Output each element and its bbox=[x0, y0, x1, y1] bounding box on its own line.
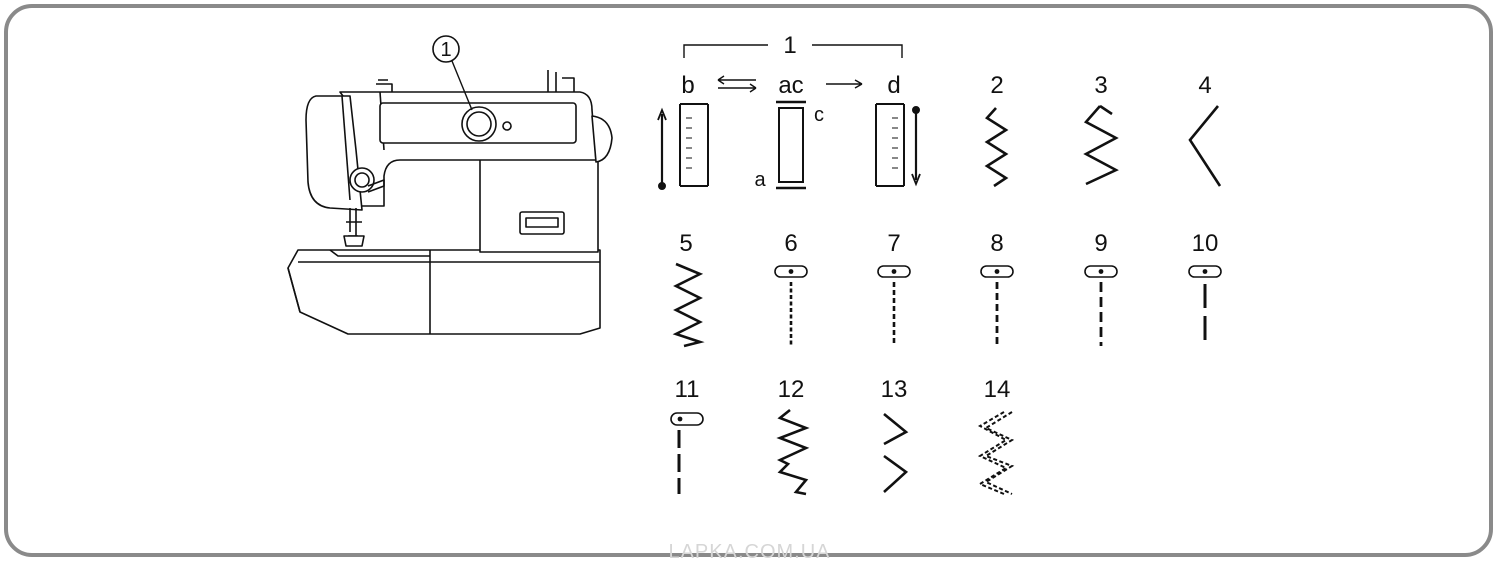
label-b: b bbox=[681, 72, 694, 99]
stitch-number: 9 bbox=[1094, 230, 1107, 257]
label-d: d bbox=[887, 72, 900, 99]
callout-1: 1 bbox=[432, 35, 473, 111]
watermark: LAPKA.COM.UA bbox=[668, 541, 831, 563]
straight-stitch-left-icon bbox=[657, 103, 709, 190]
stitch-number-labels: 2 3 4 5 6 7 8 9 10 11 12 13 14 bbox=[675, 72, 1219, 403]
stitch-number: 2 bbox=[990, 72, 1003, 99]
sewing-machine-illustration bbox=[287, 70, 613, 335]
stitch-number: 13 bbox=[881, 376, 908, 403]
stitch-number: 14 bbox=[984, 376, 1011, 403]
stitch-number: 10 bbox=[1192, 230, 1219, 257]
stitch-5-zigzag-dense-icon bbox=[672, 262, 705, 348]
stitch-8-straight-icon bbox=[980, 265, 1014, 346]
svg-text:1: 1 bbox=[440, 39, 451, 61]
stitch-7-straight-icon bbox=[877, 265, 911, 346]
stitch-number: 8 bbox=[990, 230, 1003, 257]
group-1-label: 1 bbox=[783, 32, 796, 59]
label-ac: ac bbox=[778, 72, 803, 99]
group-1-bracket bbox=[683, 44, 903, 58]
stitch-13-elastic-icon bbox=[883, 412, 909, 493]
label-c: c bbox=[814, 104, 824, 126]
stitch-10-straight-icon bbox=[1188, 265, 1222, 346]
stitch-number: 3 bbox=[1094, 72, 1107, 99]
stitch-number: 6 bbox=[784, 230, 797, 257]
stitch-number: 11 bbox=[675, 376, 700, 403]
stitch-9-straight-icon bbox=[1084, 265, 1118, 346]
stitch-number: 5 bbox=[679, 230, 692, 257]
straight-stitch-center-icon bbox=[776, 100, 806, 190]
stitch-number: 4 bbox=[1198, 72, 1211, 99]
stitch-14-triple-zigzag-icon bbox=[977, 411, 1015, 495]
stitch-3-zigzag-medium-icon bbox=[1083, 104, 1119, 186]
double-arrow-icon bbox=[717, 75, 757, 93]
arrow-right-icon bbox=[826, 79, 863, 89]
straight-stitch-right-icon bbox=[875, 103, 921, 187]
diagram-frame bbox=[4, 4, 1493, 557]
stitch-4-zigzag-wide-icon bbox=[1188, 105, 1222, 187]
stitch-11-straight-long-icon bbox=[670, 412, 704, 494]
stitch-12-blind-hem-icon bbox=[776, 408, 810, 496]
stitch-number: 12 bbox=[778, 376, 805, 403]
stitch-number: 7 bbox=[887, 230, 900, 257]
stitch-6-straight-icon bbox=[774, 265, 808, 346]
stitch-2-zigzag-narrow-icon bbox=[984, 107, 1009, 188]
label-a: a bbox=[754, 169, 766, 191]
